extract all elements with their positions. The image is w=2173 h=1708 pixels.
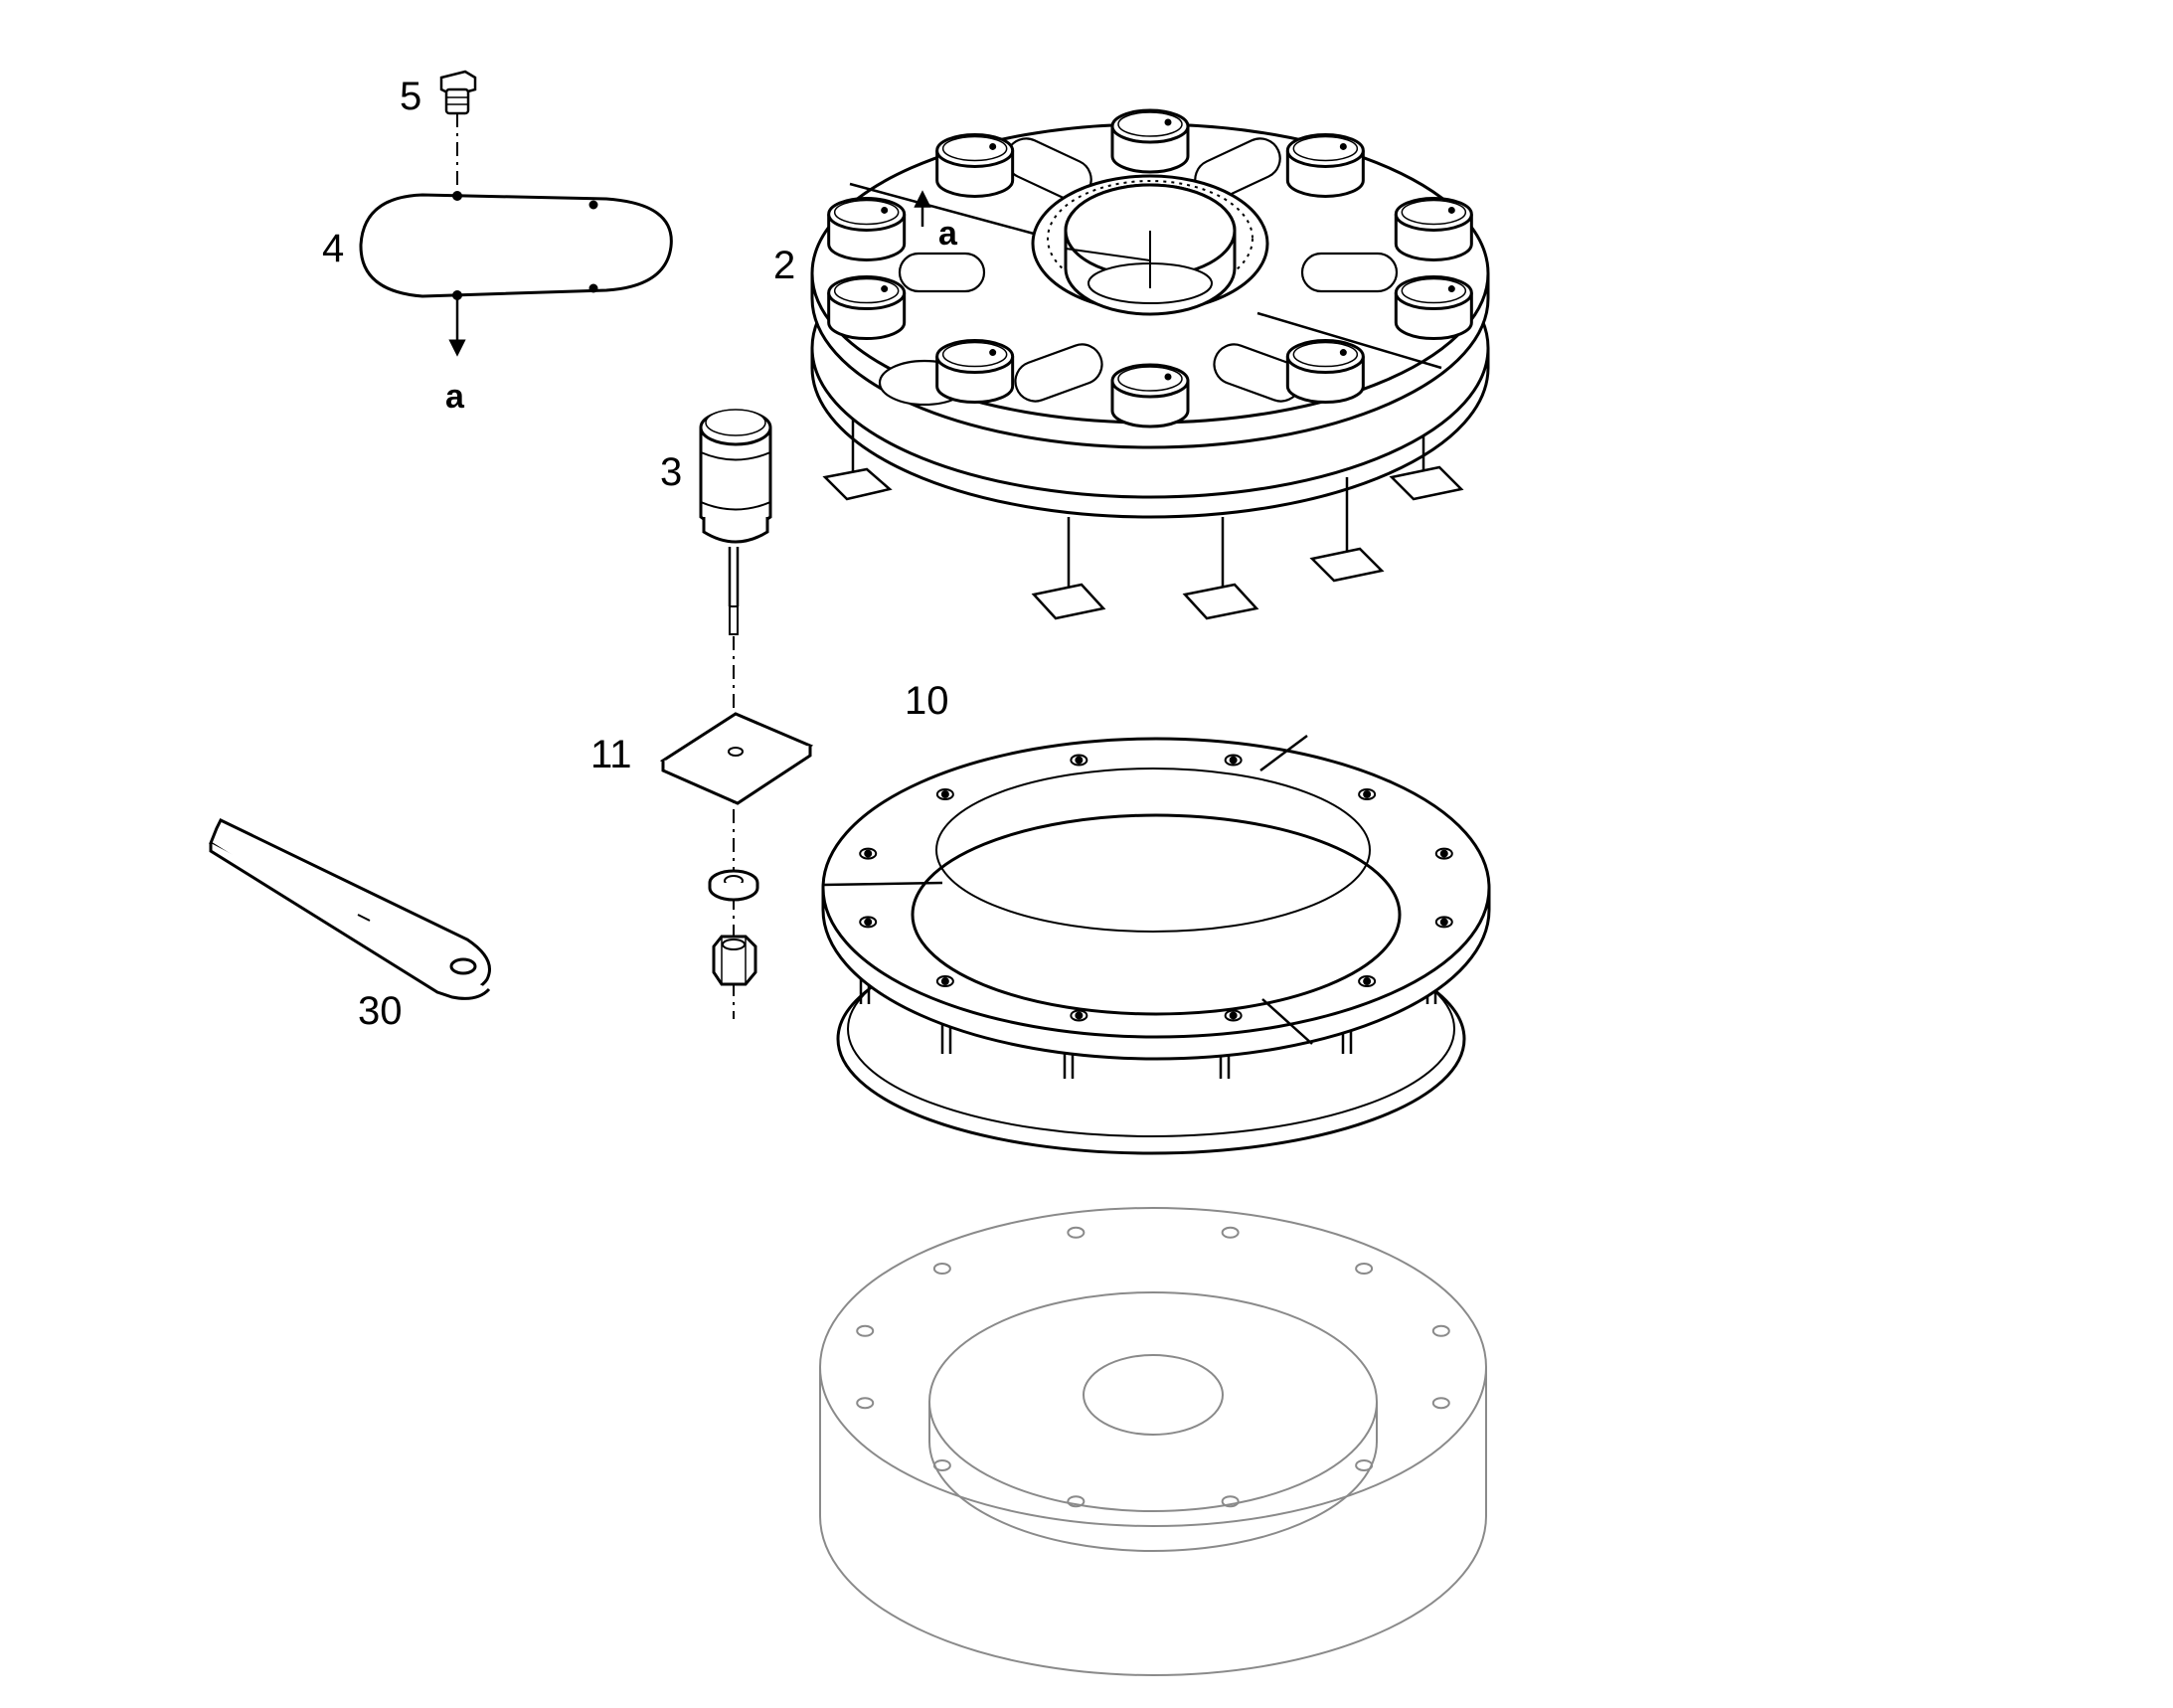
bolt-hole [935,975,954,988]
base-hole [1355,1263,1374,1276]
nozzle-cup [935,339,1015,404]
nozzle-cup [1285,132,1365,198]
nozzle-cup [1394,196,1473,261]
bolt-hole [1224,754,1243,767]
bolt-hole [1358,975,1377,988]
bolt-hole [1434,916,1453,929]
bolt-hole [1434,847,1453,860]
callout-11: 11 [590,733,632,776]
nozzle-cup [1110,363,1190,428]
arrow-label-a-hub: a [938,215,958,253]
nozzle-cup [935,132,1015,198]
base-hole [932,1458,951,1471]
nozzle-cup [1394,275,1473,341]
support-ring-part-10 [821,734,1491,1155]
base-hole [1431,1324,1450,1337]
nozzle-cup [1110,108,1190,174]
base-hole [1067,1495,1086,1508]
base-hole [1221,1495,1240,1508]
cover-plate-part-4 [359,191,673,357]
base-hole [1067,1226,1086,1239]
nozzle-cup [827,196,907,261]
bolt-hole [859,916,878,929]
bolt-hole [935,787,954,800]
base-hole [856,1397,875,1410]
hub-center-flange [1031,174,1269,316]
bolt-hole [1358,787,1377,800]
hub-studs [822,418,1464,620]
washer [708,869,759,902]
bolt-hole [1070,754,1088,767]
nut [712,935,757,986]
base-hole [1221,1226,1240,1239]
base-hole [856,1324,875,1337]
nozzle-part-3 [699,409,772,1019]
hub-nozzle-cups [827,108,1473,428]
wrench-part-30 [209,818,491,1000]
base-hole [932,1263,951,1276]
bolt-hole [1070,1009,1088,1022]
callout-30: 30 [358,989,403,1033]
arrow-label-a-cover: a [445,378,465,416]
nozzle-cup [1285,339,1365,405]
callout-labels: 5 4 a 2 a 3 10 11 30 [322,75,958,1033]
callout-10: 10 [905,679,949,723]
callout-5: 5 [400,75,421,118]
bolt-part-5 [439,70,477,189]
base-block-ghost [819,1207,1487,1676]
base-hole [1431,1397,1450,1410]
distributor-hub-part-2 [810,108,1490,620]
base-bolt-holes [856,1226,1450,1508]
bolt-hole [859,847,878,860]
callout-2: 2 [773,244,795,287]
ring-bolt-holes [859,754,1453,1022]
base-hole [1355,1458,1374,1471]
callout-3: 3 [660,450,682,494]
bolt-hole [1224,1009,1243,1022]
pad-part-11 [659,712,814,805]
nozzle-cup [827,275,907,341]
callout-4: 4 [322,227,344,270]
